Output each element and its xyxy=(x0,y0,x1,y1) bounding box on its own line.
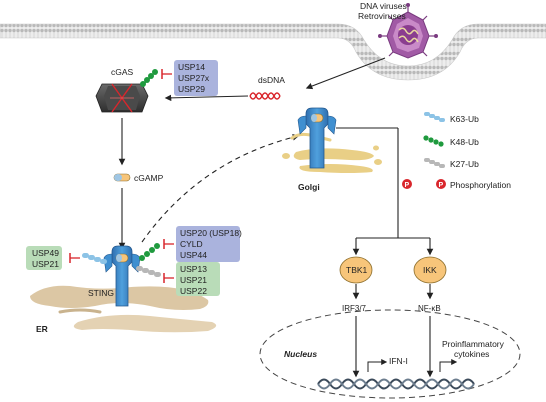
sting-label: STING xyxy=(88,288,114,298)
ikk-kinase xyxy=(413,256,447,284)
tbk1-label: TBK1 xyxy=(346,265,368,275)
usp-k27-line-3: USP22 xyxy=(180,286,207,296)
cgas-usp-line-3: USP29 xyxy=(178,84,205,94)
cgas-usp-line-1: USP14 xyxy=(178,62,205,72)
nucleus-label: Nucleus xyxy=(284,349,317,359)
inhibit-usp-k63 xyxy=(69,253,80,263)
cgas-k48-ub-chain-icon xyxy=(140,69,158,87)
inhibit-usp-k27 xyxy=(163,273,174,283)
usp-k63-line-1: USP49 xyxy=(32,248,59,258)
virus-label-line1: DNA viruses xyxy=(360,1,407,11)
usp-k48-line-2: CYLD xyxy=(180,239,203,249)
virus-particle xyxy=(378,3,438,59)
usp-k48-box xyxy=(176,226,240,262)
sting-k63-ub-chain-icon xyxy=(82,253,107,264)
arrow-virus-to-dsdna xyxy=(305,57,386,90)
plasma-membrane xyxy=(0,23,546,81)
ifn-label: IFN-I xyxy=(389,356,408,366)
usp-k48-line-3: USP44 xyxy=(180,250,207,260)
signaling-branch xyxy=(336,127,434,256)
cytokines-label-line2: cytokines xyxy=(454,349,489,359)
phosphorylation-icon: P xyxy=(402,179,412,189)
cgas-label: cGAS xyxy=(111,67,134,77)
nuclear-dna-helix-icon xyxy=(317,378,475,390)
ikk-label: IKK xyxy=(423,265,437,275)
golgi-label: Golgi xyxy=(298,182,320,192)
legend-phos-icon: P xyxy=(436,179,446,189)
cytokines-label-line1: Proinflammatory xyxy=(442,339,505,349)
tbk1-kinase xyxy=(339,256,373,284)
cgamp-molecule-icon xyxy=(113,173,131,182)
dsdna-helix-icon xyxy=(249,92,281,100)
sting-protein-golgi-icon xyxy=(297,107,337,169)
usp-k63-line-2: USP21 xyxy=(32,259,59,269)
legend-k48-label: K48-Ub xyxy=(450,137,479,147)
dsdna-label: dsDNA xyxy=(258,75,285,85)
svg-text:P: P xyxy=(439,182,444,189)
legend-k63-label: K63-Ub xyxy=(450,114,479,124)
nucleus-envelope xyxy=(259,309,521,399)
legend-k27-icon xyxy=(424,158,445,168)
svg-text:P: P xyxy=(405,182,410,189)
sting-k48-ub-chain-icon xyxy=(139,243,160,261)
nfkb-label: NF-κB xyxy=(418,304,441,313)
legend-k27-label: K27-Ub xyxy=(450,159,479,169)
inhibit-usp-k48 xyxy=(163,239,174,249)
inhibit-usp-cgas xyxy=(161,69,172,79)
cgas-enzyme-icon xyxy=(95,83,149,113)
virus-label-line2: Retroviruses xyxy=(358,11,406,21)
cgas-usp-line-2: USP27x xyxy=(178,73,210,83)
usp-k27-line-2: USP21 xyxy=(180,275,207,285)
arrow-dsdna-to-cgas xyxy=(164,94,249,102)
cgamp-label: cGAMP xyxy=(134,173,164,183)
legend-k63-icon xyxy=(424,112,445,122)
usp-k48-line-1: USP20 (USP18) xyxy=(180,228,242,238)
ifn-transcription-arrow xyxy=(367,359,388,372)
cytokines-transcription-arrow xyxy=(439,359,458,372)
golgi-apparatus xyxy=(282,132,382,173)
legend-k48-icon xyxy=(423,135,444,147)
usp-k63-box xyxy=(26,246,62,270)
er-label: ER xyxy=(36,324,48,334)
cgas-usp-box xyxy=(174,60,218,96)
usp-k27-line-1: USP13 xyxy=(180,264,207,274)
legend-phos-label: Phosphorylation xyxy=(450,180,511,190)
usp-k27-box xyxy=(176,262,220,296)
legend: K63-Ub K48-Ub K27-Ub P Phosphorylation xyxy=(423,112,511,190)
sting-k27-ub-chain-icon xyxy=(136,266,161,277)
irf-label: IRF3/7 xyxy=(342,304,367,313)
